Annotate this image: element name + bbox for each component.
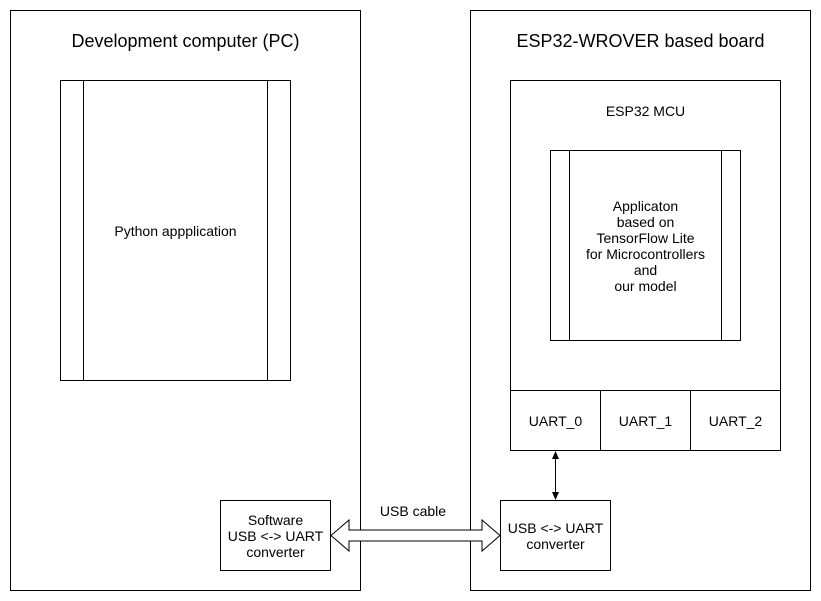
uart-0-label: UART_0	[528, 412, 583, 429]
uart-1-label: UART_1	[618, 412, 673, 429]
python-app-right-bar	[267, 80, 268, 381]
uart-0-cell: UART_0	[510, 390, 601, 451]
board-title: ESP32-WROVER based board	[516, 31, 765, 51]
usb-uart-converter-block: USB <-> UART converter	[500, 500, 611, 571]
usb-uart-converter-label: USB <-> UART converter	[507, 519, 604, 552]
python-application-label: Python appplication	[114, 222, 237, 239]
python-application-block: Python appplication	[60, 80, 291, 381]
tflite-application-block: Applicaton based on TensorFlow Lite for …	[550, 150, 741, 341]
tflite-app-left-bar	[569, 150, 570, 341]
pc-title: Development computer (PC)	[71, 31, 300, 51]
uart-1-cell: UART_1	[600, 390, 691, 451]
tflite-application-label: Applicaton based on TensorFlow Lite for …	[585, 197, 706, 294]
software-converter-block: Software USB <-> UART converter	[220, 500, 331, 571]
uart-2-cell: UART_2	[690, 390, 781, 451]
tflite-app-right-bar	[721, 150, 722, 341]
uart-2-label: UART_2	[708, 412, 763, 429]
esp32-mcu-label: ESP32 MCU	[605, 103, 686, 119]
python-app-left-bar	[83, 80, 84, 381]
software-converter-label: Software USB <-> UART converter	[227, 511, 324, 560]
usb-cable-label: USB cable	[379, 503, 447, 519]
